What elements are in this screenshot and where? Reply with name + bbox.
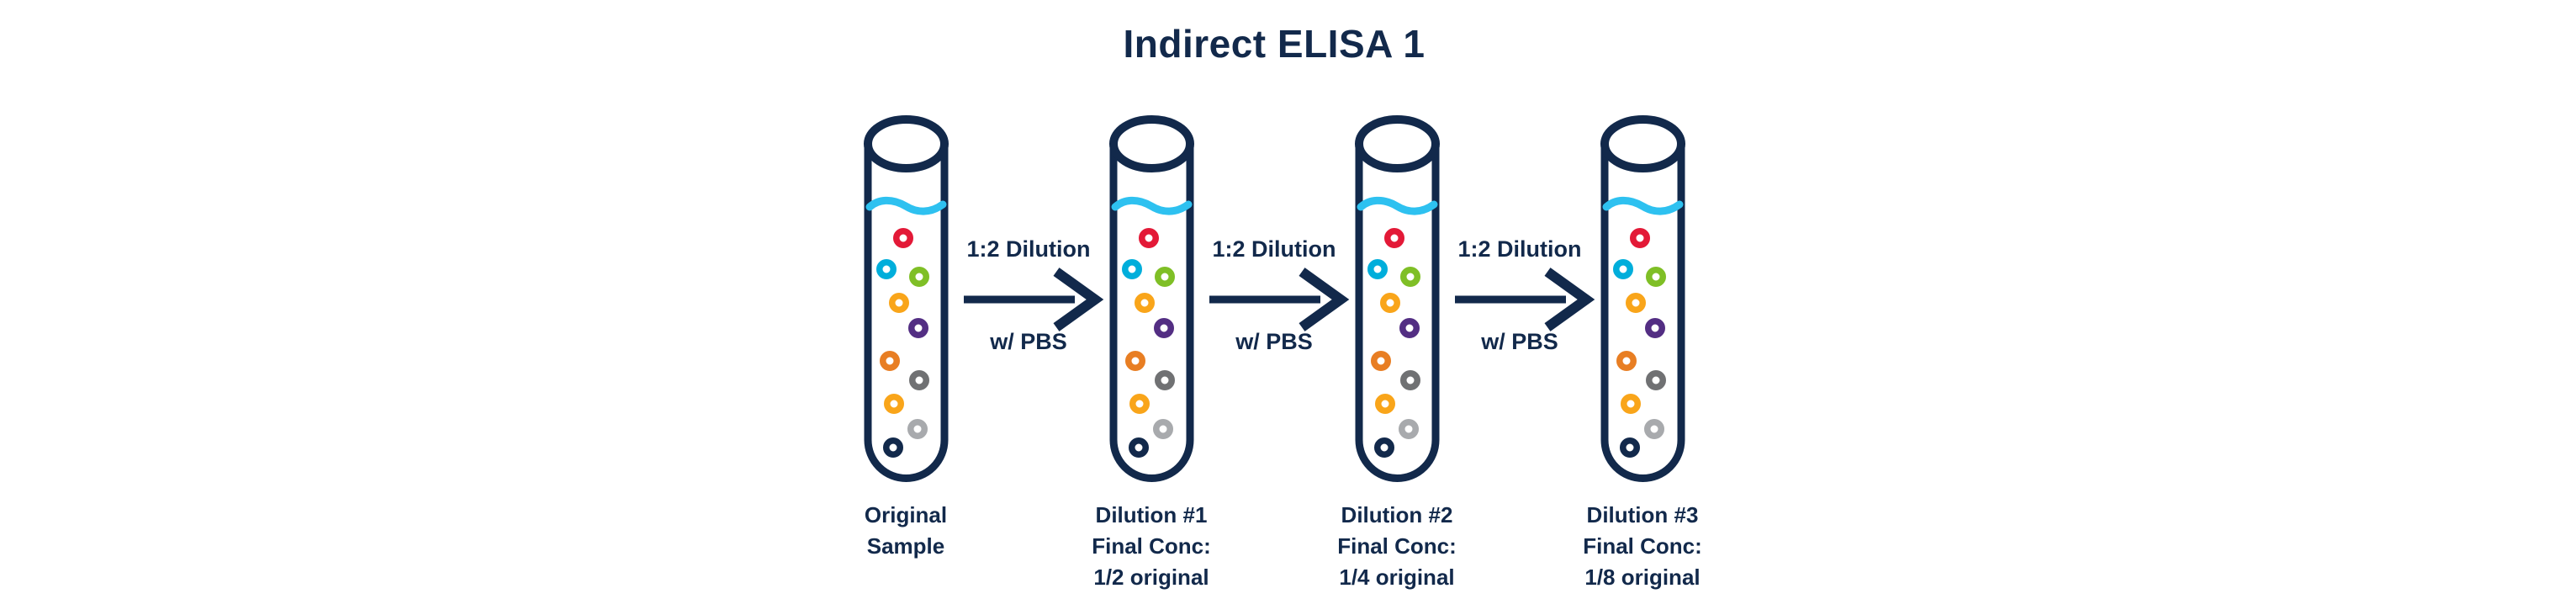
sample-particle-amber-icon — [889, 293, 909, 313]
sample-particle-light-gray-icon — [1153, 419, 1173, 439]
tube-label-line: Dilution #2 — [1341, 502, 1453, 527]
sample-particle-amber-icon — [1380, 293, 1400, 313]
sample-particle-orange-icon — [1616, 351, 1637, 371]
sample-particle-light-gray-icon — [1399, 419, 1419, 439]
sample-particle-navy-icon — [1129, 437, 1149, 458]
sample-particle-amber-icon — [884, 394, 904, 414]
tube-group-dilution-3: Dilution #3 Final Conc: 1/8 original — [1583, 112, 1702, 593]
sample-particle-red-icon — [1630, 228, 1650, 248]
tube-body-outline — [864, 145, 949, 482]
sample-particle-red-icon — [893, 228, 913, 248]
dilution-ratio-label: 1:2 Dilution — [1457, 236, 1582, 262]
tube-label-line: Final Conc: — [1583, 533, 1702, 559]
dilution-step-1: 1:2 Dilution w/ PBS — [952, 112, 1105, 490]
tube-label-line: Sample — [866, 533, 945, 559]
sample-particle-green-icon — [909, 267, 929, 287]
tube-body-outline — [1355, 145, 1440, 482]
arrow-right-icon — [1209, 268, 1350, 331]
sample-particle-light-gray-icon — [907, 419, 928, 439]
dilution-step-3: 1:2 Dilution w/ PBS — [1443, 112, 1596, 490]
tube-opening-outline — [1355, 115, 1440, 172]
tube-opening-outline — [1109, 115, 1194, 172]
sample-particle-orange-icon — [1125, 351, 1145, 371]
sample-particle-cyan-icon — [1367, 259, 1388, 279]
sample-particle-gray-icon — [1400, 370, 1420, 390]
tube-label-line: Final Conc: — [1337, 533, 1457, 559]
tube-label-dilution-3: Dilution #3 Final Conc: 1/8 original — [1563, 500, 1722, 593]
sample-particle-amber-icon — [1135, 293, 1155, 313]
tube-label-dilution-1: Dilution #1 Final Conc: 1/2 original — [1071, 500, 1231, 593]
sample-particle-purple-icon — [1154, 318, 1174, 338]
liquid-level-wave-icon — [1357, 196, 1438, 215]
sample-particle-green-icon — [1400, 267, 1420, 287]
tube-label-line: Original — [864, 502, 948, 527]
sample-particle-gray-icon — [909, 370, 929, 390]
diluent-label: w/ PBS — [1235, 329, 1313, 354]
diluent-label: w/ PBS — [1481, 329, 1558, 354]
diagram-title: Indirect ELISA 1 — [1123, 22, 1426, 66]
sample-particle-gray-icon — [1155, 370, 1175, 390]
sample-particle-orange-icon — [1371, 351, 1391, 371]
test-tube-icon — [864, 115, 949, 482]
sample-particle-cyan-icon — [876, 259, 897, 279]
test-tube-icon — [1355, 115, 1440, 482]
sample-particle-amber-icon — [1626, 293, 1646, 313]
tube-label-line: Dilution #1 — [1095, 502, 1208, 527]
liquid-level-wave-icon — [865, 196, 947, 215]
tube-opening-outline — [864, 115, 949, 172]
tube-label-line: 1/8 original — [1584, 565, 1701, 590]
sample-particle-amber-icon — [1129, 394, 1150, 414]
sample-particle-purple-icon — [1399, 318, 1420, 338]
sample-particle-red-icon — [1384, 228, 1404, 248]
tube-opening-outline — [1600, 115, 1685, 172]
tube-group-dilution-2: Dilution #2 Final Conc: 1/4 original — [1337, 112, 1457, 593]
arrow-right-icon — [964, 268, 1104, 331]
diluent-label: w/ PBS — [990, 329, 1067, 354]
dilution-ratio-label: 1:2 Dilution — [1212, 236, 1336, 262]
liquid-level-wave-icon — [1602, 196, 1684, 215]
tube-label-line: Dilution #3 — [1586, 502, 1699, 527]
arrow-right-icon — [1455, 268, 1595, 331]
dilution-step-2: 1:2 Dilution w/ PBS — [1198, 112, 1351, 490]
sample-particle-cyan-icon — [1122, 259, 1142, 279]
sample-particle-amber-icon — [1621, 394, 1641, 414]
sample-particle-light-gray-icon — [1644, 419, 1664, 439]
tube-body-outline — [1109, 145, 1194, 482]
sample-particle-navy-icon — [883, 437, 903, 458]
sample-particle-gray-icon — [1646, 370, 1666, 390]
tube-label-dilution-2: Dilution #2 Final Conc: 1/4 original — [1317, 500, 1477, 593]
sample-particle-cyan-icon — [1613, 259, 1633, 279]
tube-body-outline — [1600, 145, 1685, 482]
sample-particle-green-icon — [1646, 267, 1666, 287]
sample-particle-navy-icon — [1374, 437, 1394, 458]
tube-label-line: 1/2 original — [1093, 565, 1209, 590]
tube-group-dilution-1: Dilution #1 Final Conc: 1/2 original — [1092, 112, 1211, 593]
sample-particle-orange-icon — [880, 351, 900, 371]
dilution-ratio-label: 1:2 Dilution — [966, 236, 1091, 262]
tube-label-line: Final Conc: — [1092, 533, 1211, 559]
sample-particle-amber-icon — [1375, 394, 1395, 414]
sample-particle-purple-icon — [908, 318, 928, 338]
test-tube-icon — [1109, 115, 1194, 482]
test-tube-icon — [1600, 115, 1685, 482]
sample-particle-navy-icon — [1620, 437, 1640, 458]
sample-particle-purple-icon — [1645, 318, 1665, 338]
sample-particle-red-icon — [1139, 228, 1159, 248]
tube-label-line: 1/4 original — [1339, 565, 1455, 590]
sample-particle-green-icon — [1155, 267, 1175, 287]
liquid-level-wave-icon — [1111, 196, 1193, 215]
